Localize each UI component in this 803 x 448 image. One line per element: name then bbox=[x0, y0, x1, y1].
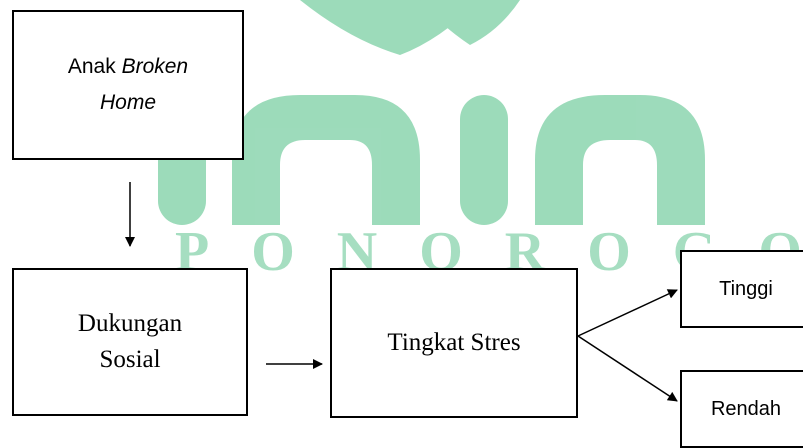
node-rendah-label: Rendah bbox=[710, 397, 782, 420]
node-tinggi-label: Tinggi bbox=[719, 277, 773, 300]
node-tinggi: Tinggi bbox=[680, 250, 803, 328]
logo-mark-icon bbox=[158, 0, 705, 225]
node-dukungan-line-1: Dukungan bbox=[77, 310, 183, 337]
node-anak-italic-text-2: Home bbox=[99, 91, 157, 114]
arrow-tingkat-to-tinggi bbox=[577, 289, 678, 337]
node-anak-text: Anak bbox=[67, 55, 122, 78]
node-anak-broken-home: Anak Broken Home bbox=[12, 10, 244, 160]
node-rendah: Rendah bbox=[680, 370, 803, 448]
node-tingkat-stres: Tingkat Stres bbox=[330, 268, 578, 418]
arrow-tingkat-to-rendah bbox=[577, 335, 678, 402]
node-tingkat-label: Tingkat Stres bbox=[387, 329, 521, 356]
node-dukungan-sosial: Dukungan Sosial bbox=[12, 268, 248, 416]
node-anak-italic-text: Broken bbox=[121, 55, 189, 78]
node-dukungan-label: Dukungan Sosial bbox=[78, 306, 182, 378]
node-anak-label: Anak Broken Home bbox=[68, 49, 188, 121]
node-dukungan-line-2: Sosial bbox=[99, 346, 161, 373]
